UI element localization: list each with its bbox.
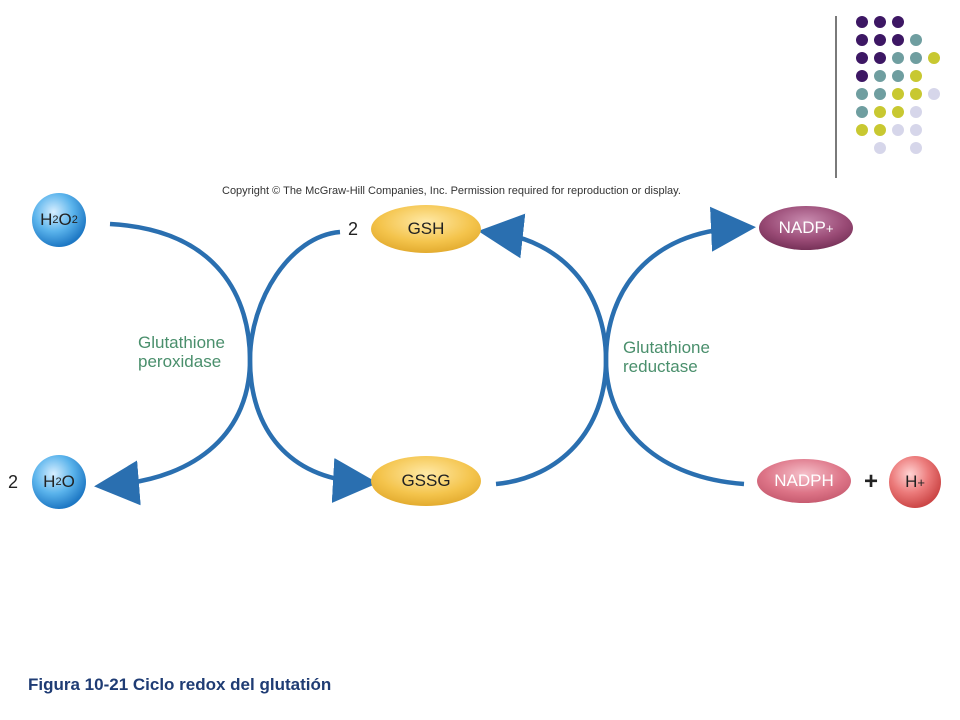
decorative-dot (856, 106, 868, 118)
decorative-dot (910, 52, 922, 64)
gssg-label: GSSG (401, 471, 451, 490)
gsh-coefficient: 2 (348, 219, 359, 239)
arrow-gssg-to-gsh (478, 213, 609, 487)
decorative-dot (874, 106, 886, 118)
nadph-label: NADPH (774, 471, 834, 490)
decorative-dot-grid (856, 16, 940, 154)
decorative-dot (892, 124, 904, 136)
reductase-arrows (478, 206, 756, 487)
decorative-dot (892, 106, 904, 118)
decorative-dot (874, 34, 886, 46)
arrow-nadph-to-nadp (603, 206, 756, 487)
decorative-dot (892, 70, 904, 82)
enzyme-reductase-line2: reductase (623, 357, 698, 376)
decorative-dot (910, 88, 922, 100)
h-plus-label: H+ (905, 472, 925, 491)
decorative-dot (892, 16, 904, 28)
decorative-dot (874, 88, 886, 100)
decorative-dot (874, 16, 886, 28)
peroxidase-arrows (94, 221, 378, 506)
nadp-plus-label: NADP+ (778, 218, 834, 237)
decorative-dot (856, 16, 868, 28)
water-coefficient: 2 (8, 472, 19, 492)
decorative-dot (910, 34, 922, 46)
decorative-dot (874, 124, 886, 136)
gssg-ellipse (371, 456, 481, 506)
decorative-dot (928, 88, 940, 100)
enzyme-reductase-label: Glutathione reductase (623, 338, 710, 376)
decorative-dot (928, 52, 940, 64)
h2o-circle (32, 455, 86, 509)
decorative-dot (892, 34, 904, 46)
nadph-ellipse (757, 459, 851, 503)
enzyme-peroxidase-line2: peroxidase (138, 352, 222, 371)
decorative-dot (892, 88, 904, 100)
decorative-dot (892, 52, 904, 64)
decorative-dot (910, 70, 922, 82)
gsh-label: GSH (407, 219, 445, 238)
gsh-ellipse (371, 205, 481, 253)
decorative-dot (856, 34, 868, 46)
decorative-dot (856, 70, 868, 82)
decorative-dot (856, 52, 868, 64)
h2o2-circle (32, 193, 86, 247)
decorative-dot (856, 88, 868, 100)
decorative-dot (874, 70, 886, 82)
decorative-dot (874, 142, 886, 154)
copyright-notice: Copyright © The McGraw-Hill Companies, I… (222, 185, 681, 197)
arrow-gsh-to-gssg (247, 229, 378, 503)
decorative-dot (874, 52, 886, 64)
decorative-dot (910, 124, 922, 136)
enzyme-peroxidase-line1: Glutathione (138, 333, 225, 352)
h-plus-circle (889, 456, 941, 508)
nadp-ellipse (759, 206, 853, 250)
figure-caption: Figura 10-21 Ciclo redox del glutatión (28, 675, 332, 694)
decorative-dot (856, 124, 868, 136)
decorative-dot (910, 106, 922, 118)
plus-sign: + (864, 468, 879, 495)
decorative-dot (910, 142, 922, 154)
enzyme-reductase-line1: Glutathione (623, 338, 710, 357)
enzyme-peroxidase-label: Glutathione peroxidase (138, 333, 225, 371)
